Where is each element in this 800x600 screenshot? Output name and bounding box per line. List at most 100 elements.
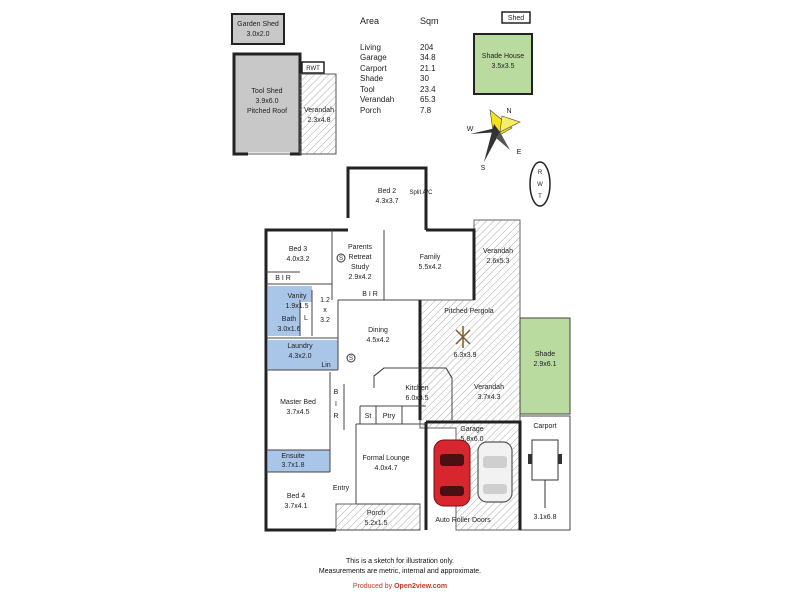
produced-by: Produced by Open2view.com [0,583,800,590]
svg-text:Verandah: Verandah [483,248,513,255]
svg-text:W: W [537,182,543,188]
svg-text:2.6x5.3: 2.6x5.3 [487,258,510,265]
svg-text:3.1x6.8: 3.1x6.8 [534,514,557,521]
svg-text:3.7x4.1: 3.7x4.1 [285,503,308,510]
svg-text:Kitchen: Kitchen [405,385,428,392]
bir-parents: B I R [362,291,378,298]
svg-text:R: R [333,413,338,420]
svg-text:S: S [339,256,343,262]
svg-text:1.2: 1.2 [320,297,330,304]
svg-text:3.2: 3.2 [320,317,330,324]
svg-text:3.7x4.3: 3.7x4.3 [478,394,501,401]
brand-link[interactable]: Open2view.com [394,583,448,590]
area-row: Tool 23.4 [360,84,436,94]
trailer [528,439,562,508]
svg-text:St: St [365,413,372,420]
svg-text:5.8x6.0: 5.8x6.0 [461,436,484,443]
area-row: Shade 30 [360,74,429,83]
svg-text:5.5x4.2: 5.5x4.2 [419,264,442,271]
compass: N E S W [467,108,522,172]
svg-text:3.0x1.6: 3.0x1.6 [278,326,301,333]
svg-text:Study: Study [351,264,369,271]
svg-text:Retreat: Retreat [349,254,372,261]
area-row: Living 204 [360,42,434,52]
grey-car [477,441,513,503]
compass-s: S [481,165,486,172]
vanity-fill [268,286,312,302]
disclaimer-line2: Measurements are metric, internal and ap… [318,568,482,575]
split-ac: Split A/C [409,190,433,196]
svg-text:Entry: Entry [333,485,350,492]
svg-text:6.0x3.5: 6.0x3.5 [406,395,429,402]
area-row: Porch 7.8 [360,105,432,115]
garden-shed: Garden Shed 3.0x2.0 [231,13,285,45]
svg-text:2.9x6.1: 2.9x6.1 [534,361,557,368]
compass-e: E [517,149,522,156]
svg-text:B: B [334,389,339,396]
ensuite-fill [268,450,330,472]
svg-text:Garage: Garage [460,426,483,433]
compass-n: N [506,108,511,115]
svg-text:Bed 4: Bed 4 [287,493,305,500]
rwt-top: RWT [301,61,325,74]
shade-house: Shade House 3.5x3.5 [473,33,533,95]
svg-text:Shade: Shade [535,351,555,358]
svg-text:Pitched Pergola: Pitched Pergola [444,308,494,315]
svg-text:2.3x4.8: 2.3x4.8 [308,117,331,124]
bed2-name: Bed 2 [378,188,396,195]
bath-fill [268,302,300,336]
svg-text:Pitched Roof: Pitched Roof [247,108,287,115]
svg-text:3.5x3.5: 3.5x3.5 [492,63,515,70]
svg-text:Bed 3: Bed 3 [289,246,307,253]
svg-text:R: R [538,170,543,176]
svg-text:Shed: Shed [508,15,524,22]
svg-text:2.9x4.2: 2.9x4.2 [349,274,372,281]
svg-text:RWT: RWT [306,66,320,72]
svg-text:Bath: Bath [282,316,297,323]
sqm-header: Sqm [420,16,439,26]
rwt-tank-right: R W T [529,161,551,207]
svg-text:Auto Roller Doors: Auto Roller Doors [435,517,491,524]
svg-text:I: I [335,401,337,408]
svg-text:Carport: Carport [533,423,556,430]
red-car [433,439,471,507]
svg-text:Porch: Porch [367,510,385,517]
area-header: Area [360,16,380,26]
svg-text:Garden Shed: Garden Shed [237,21,279,28]
smoke-detector-icon: S [346,353,356,363]
bed2-size: 4.3x3.7 [376,198,399,205]
svg-text:Verandah: Verandah [474,384,504,391]
walls [264,166,522,532]
shed-tag: Shed [501,11,531,24]
svg-text:Vanity: Vanity [288,293,307,300]
compass-w: W [467,126,474,133]
side-verandah: Verandah 2.3x4.8 [299,73,337,155]
laundry-fill [268,340,338,370]
disclaimer-line1: This is a sketch for illustration only. [345,558,455,565]
svg-text:4.0x3.2: 4.0x3.2 [287,256,310,263]
svg-text:Tool Shed: Tool Shed [251,88,282,95]
svg-text:Master Bed: Master Bed [280,399,316,406]
svg-text:3.7x4.5: 3.7x4.5 [287,409,310,416]
svg-text:Shade House: Shade House [482,53,525,60]
svg-text:Verandah: Verandah [304,107,334,114]
shade-area [519,317,571,415]
svg-text:S: S [349,356,353,362]
svg-text:Family: Family [420,254,441,261]
svg-text:4.0x4.7: 4.0x4.7 [375,465,398,472]
area-row: Verandah 65.3 [360,95,436,104]
svg-text:T: T [538,194,542,200]
area-row: Carport 21.1 [360,63,436,73]
smoke-detector-icon: S [336,253,346,263]
svg-text:Ensuite: Ensuite [281,453,304,460]
svg-text:Formal Lounge: Formal Lounge [362,455,409,462]
porch-area [335,503,421,531]
pergola-fan-icon [455,326,471,348]
svg-text:L: L [304,315,308,322]
svg-text:4.5x4.2: 4.5x4.2 [367,337,390,344]
svg-text:3.7x1.8: 3.7x1.8 [282,462,305,469]
area-table: Area Sqm Living 204 Garage 34.8 Carport … [360,16,460,116]
svg-text:4.3x2.0: 4.3x2.0 [289,353,312,360]
svg-text:6.3x3.9: 6.3x3.9 [454,352,477,359]
